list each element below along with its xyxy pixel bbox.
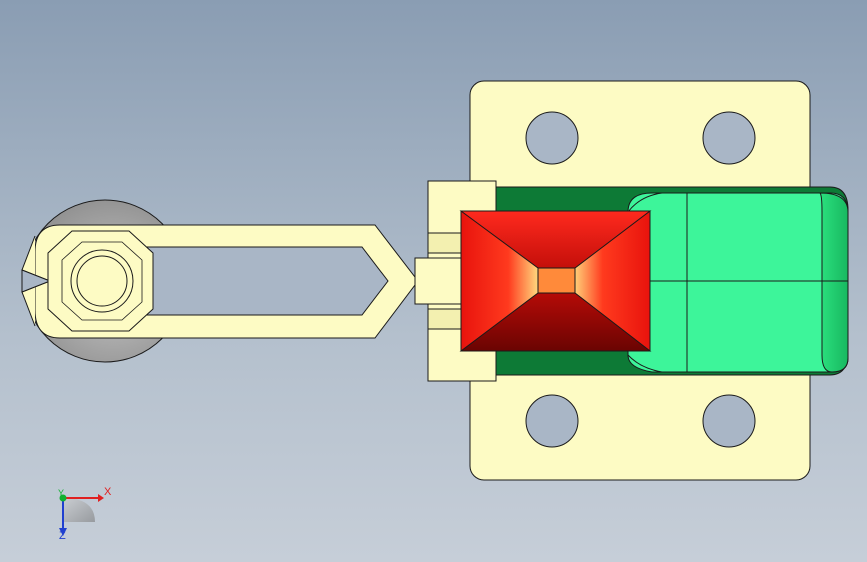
handle-block[interactable] xyxy=(459,210,652,352)
mounting-hole-bottom-right[interactable] xyxy=(702,394,756,448)
orientation-triad xyxy=(59,494,104,536)
spindle-nut[interactable] xyxy=(47,230,154,332)
mounting-hole-top-left[interactable] xyxy=(525,111,579,165)
mounting-hole-top-right[interactable] xyxy=(702,111,756,165)
mounting-hole-bottom-left[interactable] xyxy=(525,394,579,448)
triad-x-label: X xyxy=(104,486,112,498)
clamp-body-light[interactable] xyxy=(627,192,849,373)
mounting-holes[interactable] xyxy=(525,111,756,448)
triad-y-label: Y xyxy=(58,488,65,498)
triad-z-label: Z xyxy=(59,530,66,542)
